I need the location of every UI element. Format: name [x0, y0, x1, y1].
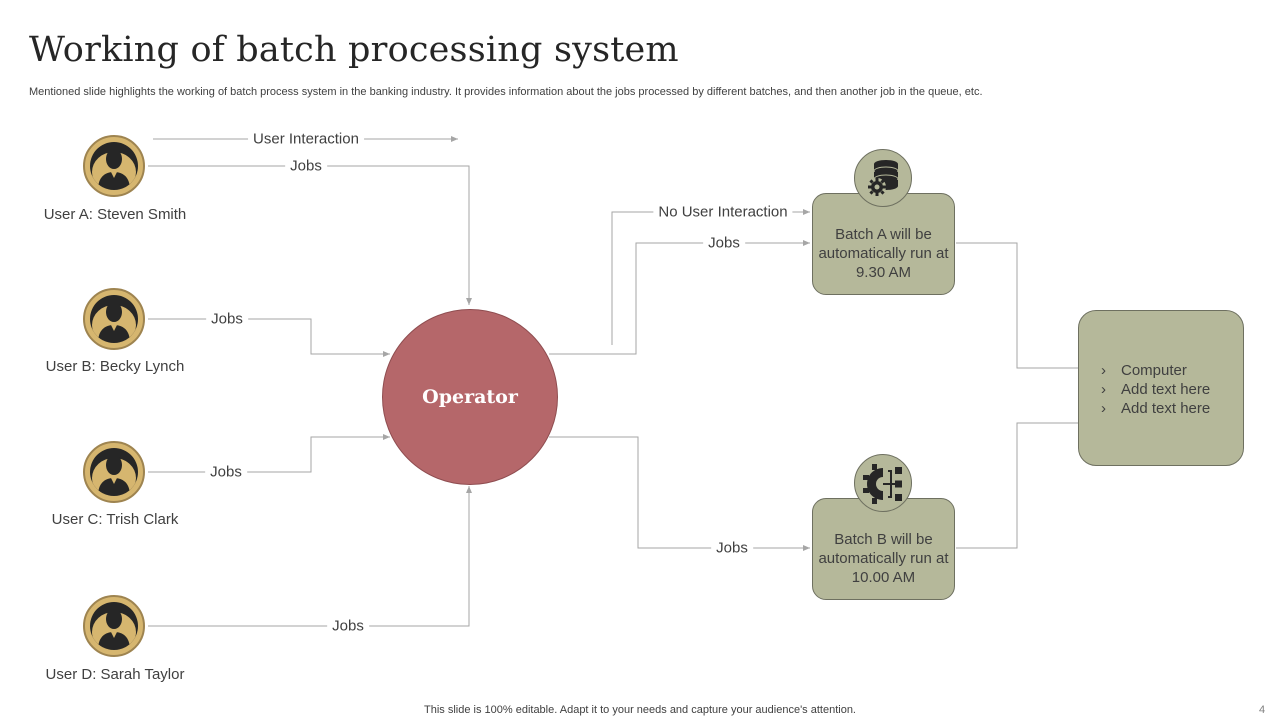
jobs-label-batch-a: Jobs [703, 234, 745, 252]
jobs-label-user-b: Jobs [206, 310, 248, 328]
page-subtitle: Mentioned slide highlights the working o… [29, 86, 983, 98]
jobs-label-user-c: Jobs [205, 463, 247, 481]
page-number: 4 [1259, 704, 1266, 716]
user-d-name: User D: Sarah Taylor [45, 666, 185, 683]
jobs-label-user-d: Jobs [327, 617, 369, 635]
user-a-name: User A: Steven Smith [43, 206, 187, 223]
jobs-label-batch-b: Jobs [711, 539, 753, 557]
user-avatar-icon [83, 595, 145, 657]
batch-b-computer-connector [956, 422, 1078, 549]
database-gear-icon [854, 149, 912, 207]
user-avatar-icon [83, 135, 145, 197]
list-item: ›Computer [1101, 362, 1187, 379]
computer-box: ›Computer ›Add text here ›Add text here [1078, 310, 1244, 466]
no-user-interaction-arrow [611, 209, 810, 345]
user-b-jobs-connector [148, 318, 390, 357]
user-avatar-icon [83, 441, 145, 503]
page-title: Working of batch processing system [29, 30, 679, 70]
batch-b-box: Batch B will be automatically run at 10.… [812, 498, 955, 600]
list-item: ›Add text here [1101, 381, 1211, 398]
operator-label: Operator [422, 386, 518, 408]
chevron-right-icon: › [1101, 400, 1106, 417]
no-user-interaction-label: No User Interaction [653, 203, 793, 221]
batch-a-computer-connector [956, 242, 1078, 369]
chevron-right-icon: › [1101, 362, 1106, 379]
batch-b-text: Batch B will be automatically run at 10.… [818, 530, 949, 586]
batch-a-box: Batch A will be automatically run at 9.3… [812, 193, 955, 295]
user-interaction-label: User Interaction [248, 130, 364, 148]
user-c-jobs-connector [148, 434, 390, 473]
gear-network-icon [854, 454, 912, 512]
user-c-name: User C: Trish Clark [51, 511, 179, 528]
jobs-label-user-a: Jobs [285, 157, 327, 175]
user-d-jobs-connector [148, 486, 472, 627]
list-item: ›Add text here [1101, 400, 1211, 417]
user-b-name: User B: Becky Lynch [45, 358, 185, 375]
operator-batch-b-connector [549, 436, 810, 551]
computer-list: ›Computer ›Add text here ›Add text here [1101, 361, 1210, 418]
footer-note: This slide is 100% editable. Adapt it to… [424, 704, 856, 716]
batch-a-text: Batch A will be automatically run at 9.3… [818, 225, 949, 281]
chevron-right-icon: › [1101, 381, 1106, 398]
user-a-jobs-connector [148, 165, 472, 305]
operator-batch-a-connector [549, 240, 810, 355]
operator-circle: Operator [382, 309, 558, 485]
user-avatar-icon [83, 288, 145, 350]
